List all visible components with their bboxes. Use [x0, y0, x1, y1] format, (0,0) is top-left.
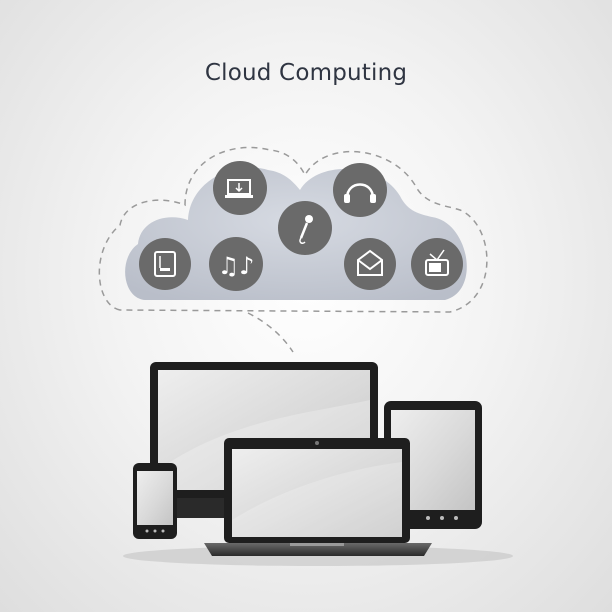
page-title: Cloud Computing — [204, 60, 408, 86]
television-icon — [411, 238, 463, 290]
laptop — [204, 438, 432, 556]
smartphone — [133, 463, 177, 539]
music-notes-icon: ♫♪ — [209, 237, 263, 291]
laptop-download-icon — [213, 161, 267, 215]
email-icon — [344, 238, 396, 290]
cloud-dashed-outline — [98, 146, 488, 313]
microphone-icon — [278, 201, 332, 255]
ebook-reader-icon — [139, 238, 191, 290]
headphones-icon — [333, 163, 387, 217]
svg-text:♫♪: ♫♪ — [218, 252, 255, 280]
cloud-connector-dashed — [247, 312, 294, 353]
